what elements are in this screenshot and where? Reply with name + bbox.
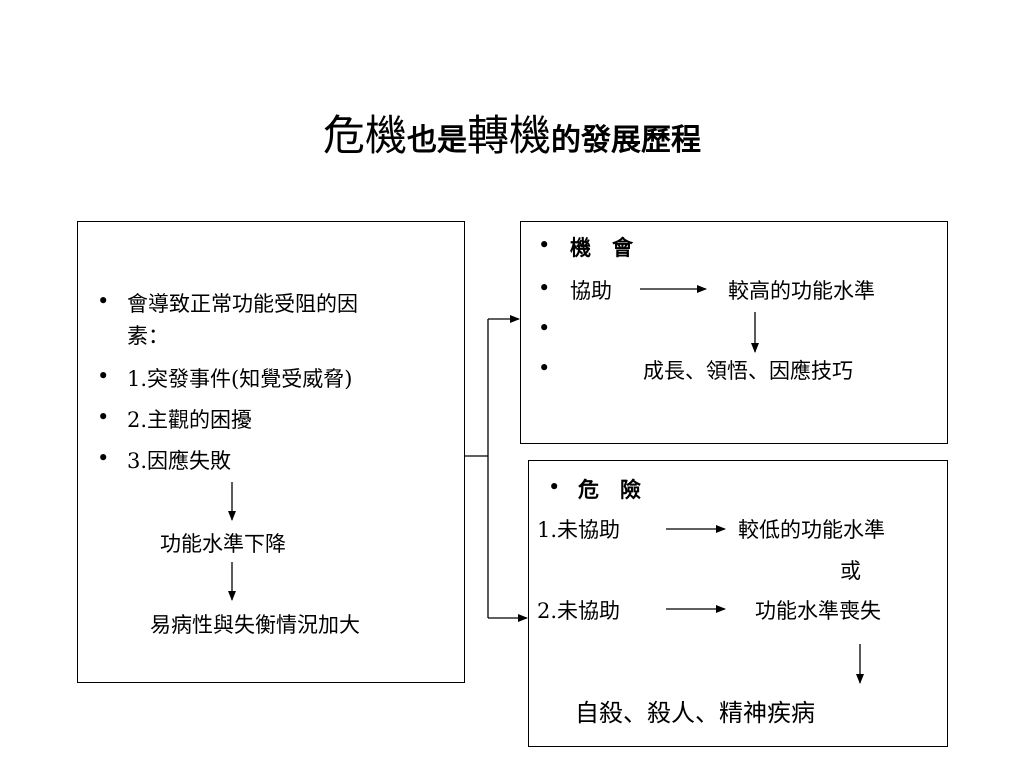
- opp-growth: 成長、領悟、因應技巧: [643, 359, 853, 383]
- danger-box: [528, 460, 948, 747]
- left-bullet-4: •: [97, 446, 110, 470]
- left-bullet-2: •: [97, 364, 110, 388]
- opportunity-box: [520, 221, 948, 444]
- danger-bullet: •: [548, 475, 561, 499]
- left-box: [77, 221, 465, 683]
- left-bullet-3: •: [97, 405, 110, 429]
- left-item-2: 1.突發事件(知覺受威脅): [127, 367, 353, 391]
- danger-row1-label: 1.未協助: [537, 518, 621, 542]
- opp-bullet-4: •: [538, 356, 551, 380]
- title-process: 的發展歷程: [551, 123, 702, 158]
- left-item-4: 3.因應失敗: [127, 449, 232, 473]
- danger-row1-result: 較低的功能水準: [738, 518, 885, 542]
- danger-row2-result: 功能水準喪失: [755, 599, 881, 623]
- left-bullet-1: •: [97, 289, 110, 313]
- opp-bullet-2: •: [538, 276, 551, 300]
- opp-heading: 機 會: [570, 235, 633, 260]
- opp-help: 協助: [570, 279, 612, 303]
- title-crisis: 危機: [322, 111, 407, 160]
- danger-row2-label: 2.未協助: [537, 599, 621, 623]
- left-item-1-line2: 素：: [127, 324, 169, 348]
- opp-higher-level: 較高的功能水準: [728, 279, 875, 303]
- left-item-3: 2.主觀的困擾: [127, 408, 253, 432]
- danger-or: 或: [840, 559, 861, 583]
- left-step-2: 易病性與失衡情況加大: [150, 613, 360, 637]
- left-item-1-line1: 會導致正常功能受阻的因: [127, 292, 358, 316]
- title-turning-point: 轉機: [467, 111, 552, 160]
- opp-bullet-1: •: [538, 233, 551, 257]
- left-step-1: 功能水準下降: [160, 532, 286, 556]
- danger-outcome: 自殺、殺人、精神疾病: [575, 699, 815, 727]
- opp-bullet-3: •: [538, 316, 551, 340]
- danger-heading: 危 險: [578, 477, 641, 502]
- title-also: 也是: [407, 123, 467, 158]
- page-title: 危機也是轉機的發展歷程: [0, 102, 1024, 163]
